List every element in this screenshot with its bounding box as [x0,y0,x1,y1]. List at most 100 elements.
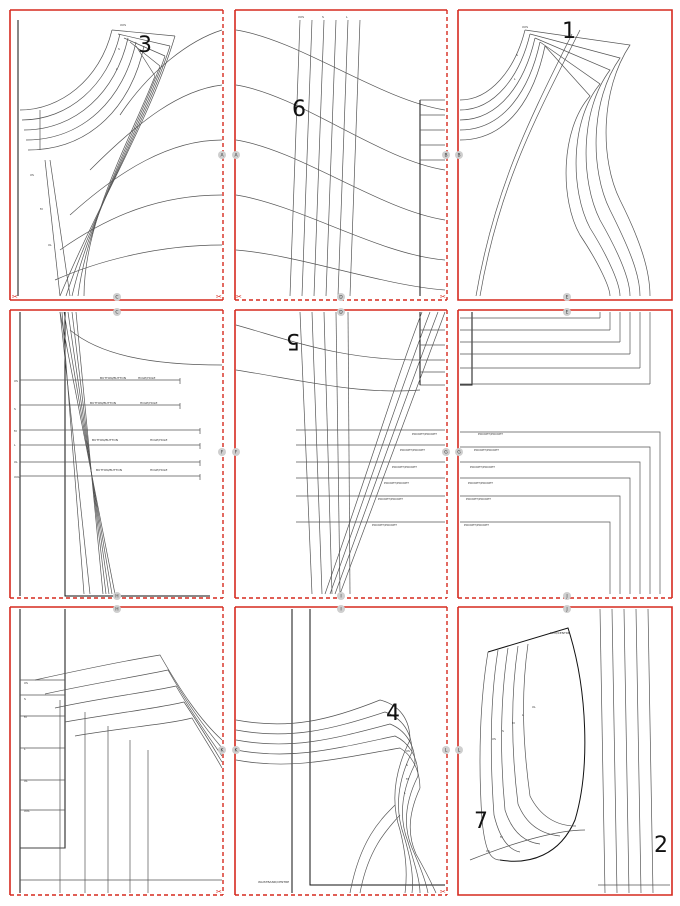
marker-j-mid: J [563,605,571,613]
svg-text:H: H [115,594,118,600]
svg-text:WAISTBAND/CENTRE: WAISTBAND/CENTRE [258,880,289,884]
svg-text:S: S [406,763,408,767]
svg-text:D: D [339,310,343,316]
svg-text:POCKET/POCKET: POCKET/POCKET [400,448,425,452]
svg-text:HOLE/HOLE: HOLE/HOLE [150,468,167,472]
marker-b-right: B [442,151,450,159]
tile-9: HEM/CENTRE XS S M L XL XS M 7 2 [457,606,673,896]
svg-text:XS: XS [14,379,18,383]
marker-f-left: F [232,448,240,456]
tile-4: BUTTON/BUTTON HOLE/HOLE BUTTON/BUTTON HO… [9,309,224,599]
svg-text:A: A [234,153,238,159]
marker-k-left: K [232,746,240,754]
svg-text:HEM/CENTRE: HEM/CENTRE [550,631,570,635]
svg-text:XS: XS [24,681,28,685]
tile-5: POCKET/POCKET POCKET/POCKET POCKET/POCKE… [234,309,448,599]
svg-text:HOLE/HOLE: HOLE/HOLE [140,401,157,405]
svg-text:L: L [514,77,516,81]
tile-6: POCKET/POCKET POCKET/POCKET POCKET/POCKE… [457,309,673,599]
scissor-icon: ✂ [440,293,446,301]
svg-text:POCKET/POCKET: POCKET/POCKET [468,481,493,485]
svg-text:XXS: XXS [522,25,528,29]
svg-text:M: M [24,715,27,719]
marker-a-left: A [232,151,240,159]
marker-g-right: G [442,448,450,456]
svg-text:POCKET/POCKET: POCKET/POCKET [372,523,397,527]
svg-text:XS: XS [30,173,34,177]
piece-number-3: 3 [138,33,152,58]
svg-text:B: B [444,153,447,159]
marker-h-mid: H [113,605,121,613]
marker-b-left: B [455,151,463,159]
tile-2: XXS S L 6 [234,9,448,301]
scissor-icon: ✂ [12,293,18,301]
svg-text:XXS: XXS [298,15,304,19]
marker-d-mid: D [337,308,345,316]
svg-text:POCKET/POCKET: POCKET/POCKET [478,432,503,436]
marker-e-top: E [563,293,571,301]
scissor-icon: ✂ [236,293,242,301]
svg-text:XXL: XXL [14,475,20,479]
svg-text:L: L [346,15,348,19]
svg-text:S: S [502,729,504,733]
svg-text:XS: XS [492,737,496,741]
svg-text:C: C [115,295,118,301]
svg-text:A: A [220,153,224,159]
svg-text:XL: XL [24,779,28,783]
svg-text:M: M [14,429,17,433]
svg-text:POCKET/POCKET: POCKET/POCKET [470,465,495,469]
marker-d-top: D [337,293,345,301]
svg-text:D: D [339,295,343,301]
svg-text:I: I [340,594,341,600]
svg-text:S: S [118,47,120,51]
marker-f-right: F [218,448,226,456]
svg-text:G: G [444,450,448,456]
svg-text:HOLE/HOLE: HOLE/HOLE [138,376,155,380]
svg-text:M: M [512,721,515,725]
svg-text:L: L [404,791,406,795]
marker-l-right: L [442,746,450,754]
svg-text:I: I [340,607,341,613]
piece-number-4: 4 [386,701,400,726]
piece-number-2: 2 [654,833,668,858]
svg-text:H: H [115,607,118,613]
tile-3: XXS S L 1 [457,9,673,301]
svg-text:XXS: XXS [120,23,126,27]
scissor-icon: ✂ [440,888,446,896]
svg-text:POCKET/POCKET: POCKET/POCKET [384,481,409,485]
svg-text:M: M [40,207,43,211]
svg-text:B: B [457,153,460,159]
svg-text:BUTTON/BUTTON: BUTTON/BUTTON [90,401,116,405]
marker-c-mid: C [113,308,121,316]
svg-text:K: K [221,748,225,754]
svg-text:BUTTON/BUTTON: BUTTON/BUTTON [100,376,126,380]
marker-g-left: G [455,448,463,456]
marker-c-top: C [113,293,121,301]
svg-text:C: C [115,310,118,316]
svg-text:S: S [322,15,324,19]
svg-text:XL: XL [532,705,536,709]
svg-text:L: L [458,748,461,754]
svg-text:M: M [406,777,409,781]
svg-text:S: S [24,697,26,701]
svg-text:POCKET/POCKET: POCKET/POCKET [474,448,499,452]
marker-k-right: K [218,746,226,754]
svg-text:POCKET/POCKET: POCKET/POCKET [392,465,417,469]
svg-text:BUTTON/BUTTON: BUTTON/BUTTON [96,468,122,472]
svg-text:XS: XS [406,749,410,753]
svg-text:POCKET/POCKET: POCKET/POCKET [412,432,437,436]
marker-i-mid: I [337,605,345,613]
svg-text:J: J [565,594,567,600]
svg-text:POCKET/POCKET: POCKET/POCKET [464,523,489,527]
svg-text:BUTTON/BUTTON: BUTTON/BUTTON [92,438,118,442]
svg-text:E: E [566,295,569,301]
tile-7: XS S M L XL XXL [9,606,224,896]
svg-text:L: L [24,747,26,751]
svg-text:S: S [516,53,518,57]
piece-number-7: 7 [474,809,488,834]
svg-text:M: M [500,835,503,839]
svg-text:L: L [445,748,448,754]
svg-text:XS: XS [486,849,490,853]
marker-h-bottom: H [113,592,121,600]
